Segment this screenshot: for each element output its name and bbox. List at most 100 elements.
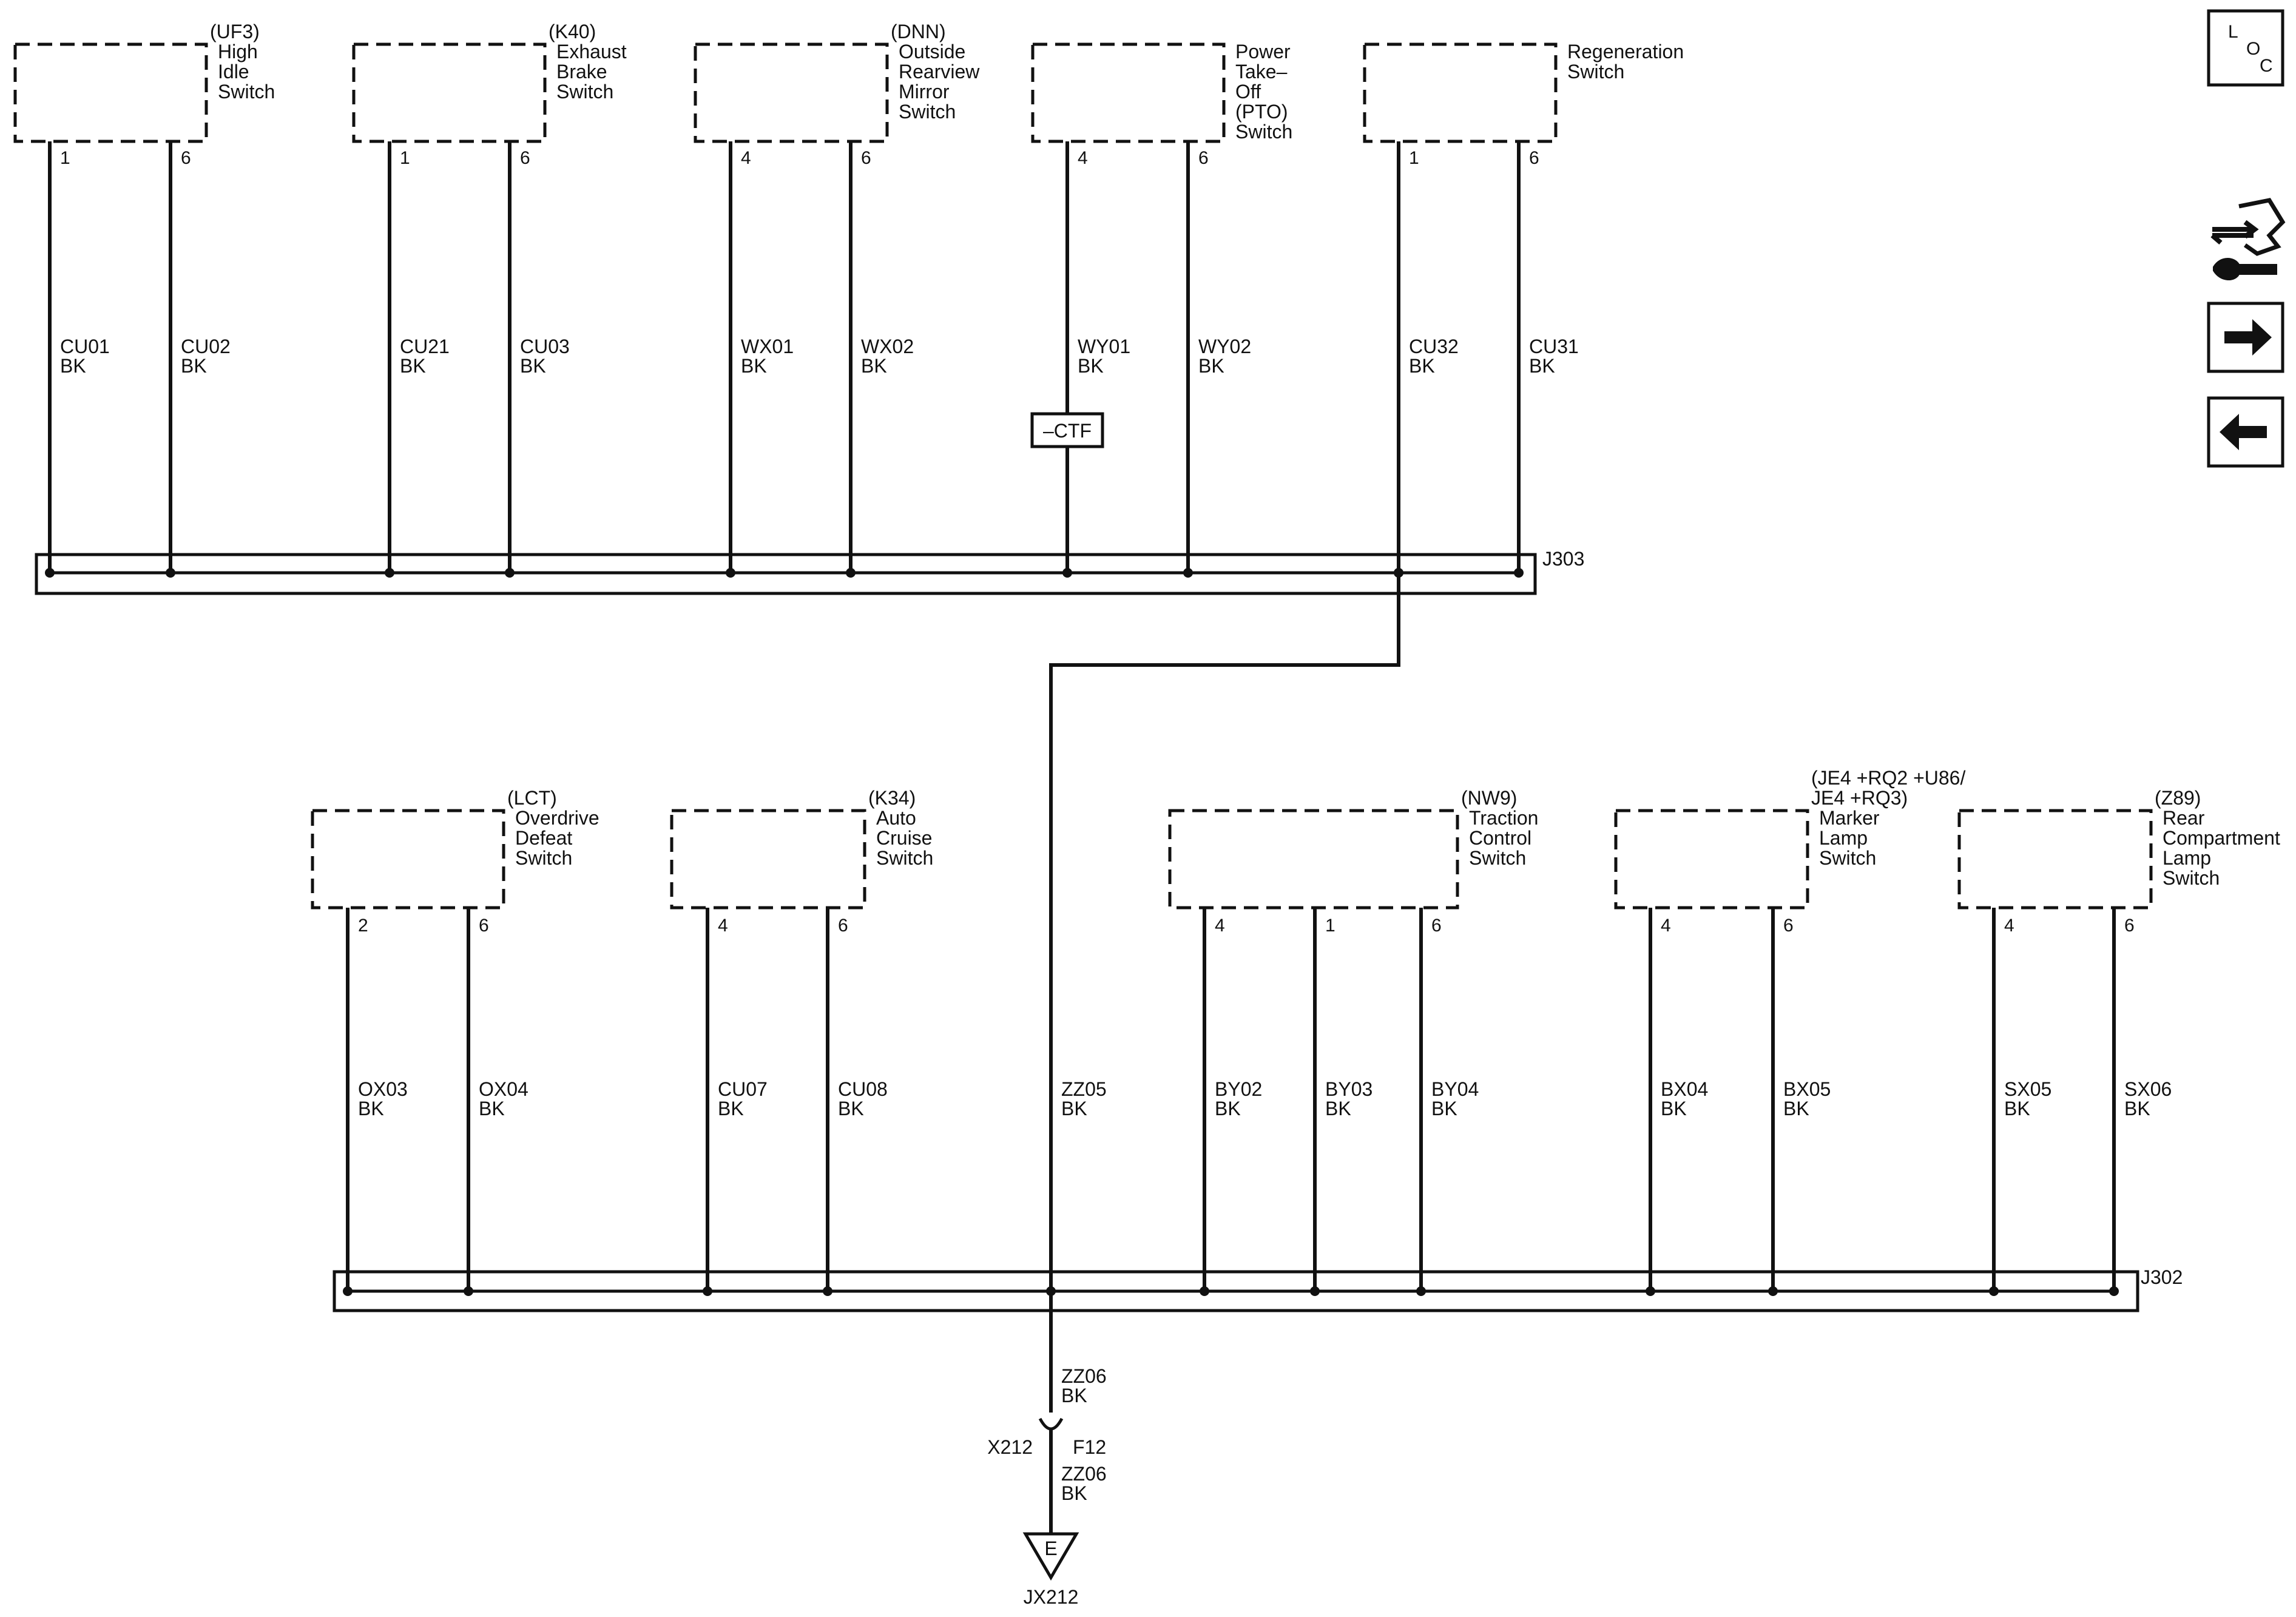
switch-body	[694, 42, 889, 143]
switch-body	[1957, 809, 2153, 910]
circuit-number-label: SX06	[2124, 1078, 2172, 1100]
wire-color-label: BK	[861, 355, 887, 377]
switch-body	[1031, 42, 1226, 143]
switch-name-label: Lamp	[2163, 847, 2211, 869]
pin-number-label: 2	[358, 916, 368, 936]
harness-j302-outer	[333, 1270, 2139, 1312]
top-switch-2: (DNN)OutsideRearviewMirrorSwitch4WX01BK6…	[694, 21, 980, 377]
harness-j302-label: J302	[2141, 1266, 2183, 1288]
terminal-id-label: F12	[1073, 1436, 1106, 1458]
switch-name-label: Cruise	[876, 827, 932, 849]
circuit-number-label: BX05	[1783, 1078, 1831, 1100]
harness-j303-outer	[35, 553, 1537, 595]
switch-name-label: Switch	[1235, 121, 1292, 143]
switch-name-label: Regeneration	[1567, 41, 1684, 62]
next-button[interactable]	[2207, 302, 2284, 373]
switch-body	[670, 809, 866, 910]
connector-outline-shape	[2238, 198, 2286, 256]
switch-body	[1168, 809, 1459, 910]
loc-button-frame[interactable]	[2207, 9, 2284, 87]
pin-number-label: 6	[1431, 916, 1442, 936]
circuit-number-label: WY02	[1198, 336, 1251, 357]
pin-number-label: 6	[1783, 916, 1794, 936]
previous-button[interactable]	[2207, 396, 2284, 468]
circuit-number-label: WY01	[1078, 336, 1130, 357]
circuit-number-label: CU08	[838, 1078, 888, 1100]
ground-id-label: JX212	[1024, 1586, 1079, 1608]
circuit-number-label: SX05	[2004, 1078, 2051, 1100]
switch-name-label: Auto	[876, 807, 916, 829]
pin-number-label: 6	[520, 148, 530, 168]
option-code-label: (LCT)	[507, 787, 557, 809]
circuit-wire-zz05	[1049, 573, 1400, 1291]
switch-body	[311, 809, 505, 910]
circuit-number-label: CU07	[718, 1078, 768, 1100]
switch-name-label: Compartment	[2163, 827, 2280, 849]
circuit-number-label: WX01	[741, 336, 794, 357]
option-code-label: JE4 +RQ3)	[1811, 787, 1908, 809]
switch-name-label: Power	[1235, 41, 1291, 62]
loc-button[interactable]: LOC	[2207, 9, 2284, 87]
switch-name-label: Switch	[2163, 867, 2220, 889]
switch-name-label: Control	[1469, 827, 1531, 849]
switch-name-label: Rearview	[899, 61, 980, 83]
switch-name-label: (PTO)	[1235, 101, 1288, 123]
pin-number-label: 4	[718, 916, 728, 936]
switch-name-label: High	[218, 41, 258, 62]
wire-color-label: BK	[1061, 1098, 1087, 1119]
pin-number-label: 6	[2124, 916, 2135, 936]
pin-number-label: 1	[60, 148, 70, 168]
circuit-number-label: ZZ06	[1061, 1463, 1107, 1485]
wire-color-label: BK	[1661, 1098, 1687, 1119]
circuit-number-label: OX04	[479, 1078, 528, 1100]
switch-name-label: Rear	[2163, 807, 2205, 829]
switch-name-label: Switch	[876, 847, 933, 869]
switch-name-label: Switch	[556, 81, 613, 103]
circuit-number-label: ZZ05	[1061, 1078, 1107, 1100]
pin-number-label: 4	[741, 148, 751, 168]
wire-color-label: BK	[718, 1098, 744, 1119]
option-code-label: (DNN)	[891, 21, 946, 42]
circuit-number-label: CU31	[1529, 336, 1579, 357]
wire-color-label: BK	[358, 1098, 384, 1119]
circuit-number-label: WX02	[861, 336, 914, 357]
circuit-number-label: CU03	[520, 336, 570, 357]
circuit-number-label: CU32	[1409, 336, 1459, 357]
circuit-number-label: CU02	[181, 336, 231, 357]
wire-color-label: BK	[1215, 1098, 1241, 1119]
wire-color-label: BK	[181, 355, 207, 377]
component-view-icon[interactable]	[2210, 198, 2286, 280]
wire-color-label: BK	[1431, 1098, 1457, 1119]
pin-number-label: 1	[1325, 916, 1335, 936]
loc-letter-c: C	[2260, 56, 2273, 76]
switch-name-label: Off	[1235, 81, 1261, 103]
circuit-number-label: BY03	[1325, 1078, 1373, 1100]
switch-name-label: Mirror	[899, 81, 950, 103]
ctf-label-box	[1030, 412, 1104, 448]
switch-name-label: Switch	[515, 847, 572, 869]
bottom-switch-2: (NW9)TractionControlSwitch4BY02BK1BY03BK…	[1168, 787, 1538, 1119]
switch-name-label: Lamp	[1819, 827, 1868, 849]
pin-number-label: 1	[1409, 148, 1419, 168]
wire-color-label: BK	[1783, 1098, 1809, 1119]
pin-number-label: 6	[861, 148, 871, 168]
circuit-number-label: BY04	[1431, 1078, 1479, 1100]
switch-name-label: Switch	[1469, 847, 1526, 869]
wire-color-label: BK	[741, 355, 767, 377]
pin-number-label: 6	[1198, 148, 1209, 168]
bottom-switch-3: (JE4 +RQ2 +U86/JE4 +RQ3)MarkerLampSwitch…	[1614, 767, 1965, 1119]
pin-number-label: 6	[838, 916, 848, 936]
switch-name-label: Switch	[899, 101, 956, 123]
next-arrow-icon	[2224, 319, 2272, 356]
switch-name-label: Defeat	[515, 827, 572, 849]
pin-number-label: 4	[1215, 916, 1225, 936]
pin-number-label: 4	[1661, 916, 1671, 936]
wire-color-label: BK	[520, 355, 546, 377]
wrench-shape	[2213, 258, 2277, 280]
switch-name-label: Switch	[218, 81, 275, 103]
